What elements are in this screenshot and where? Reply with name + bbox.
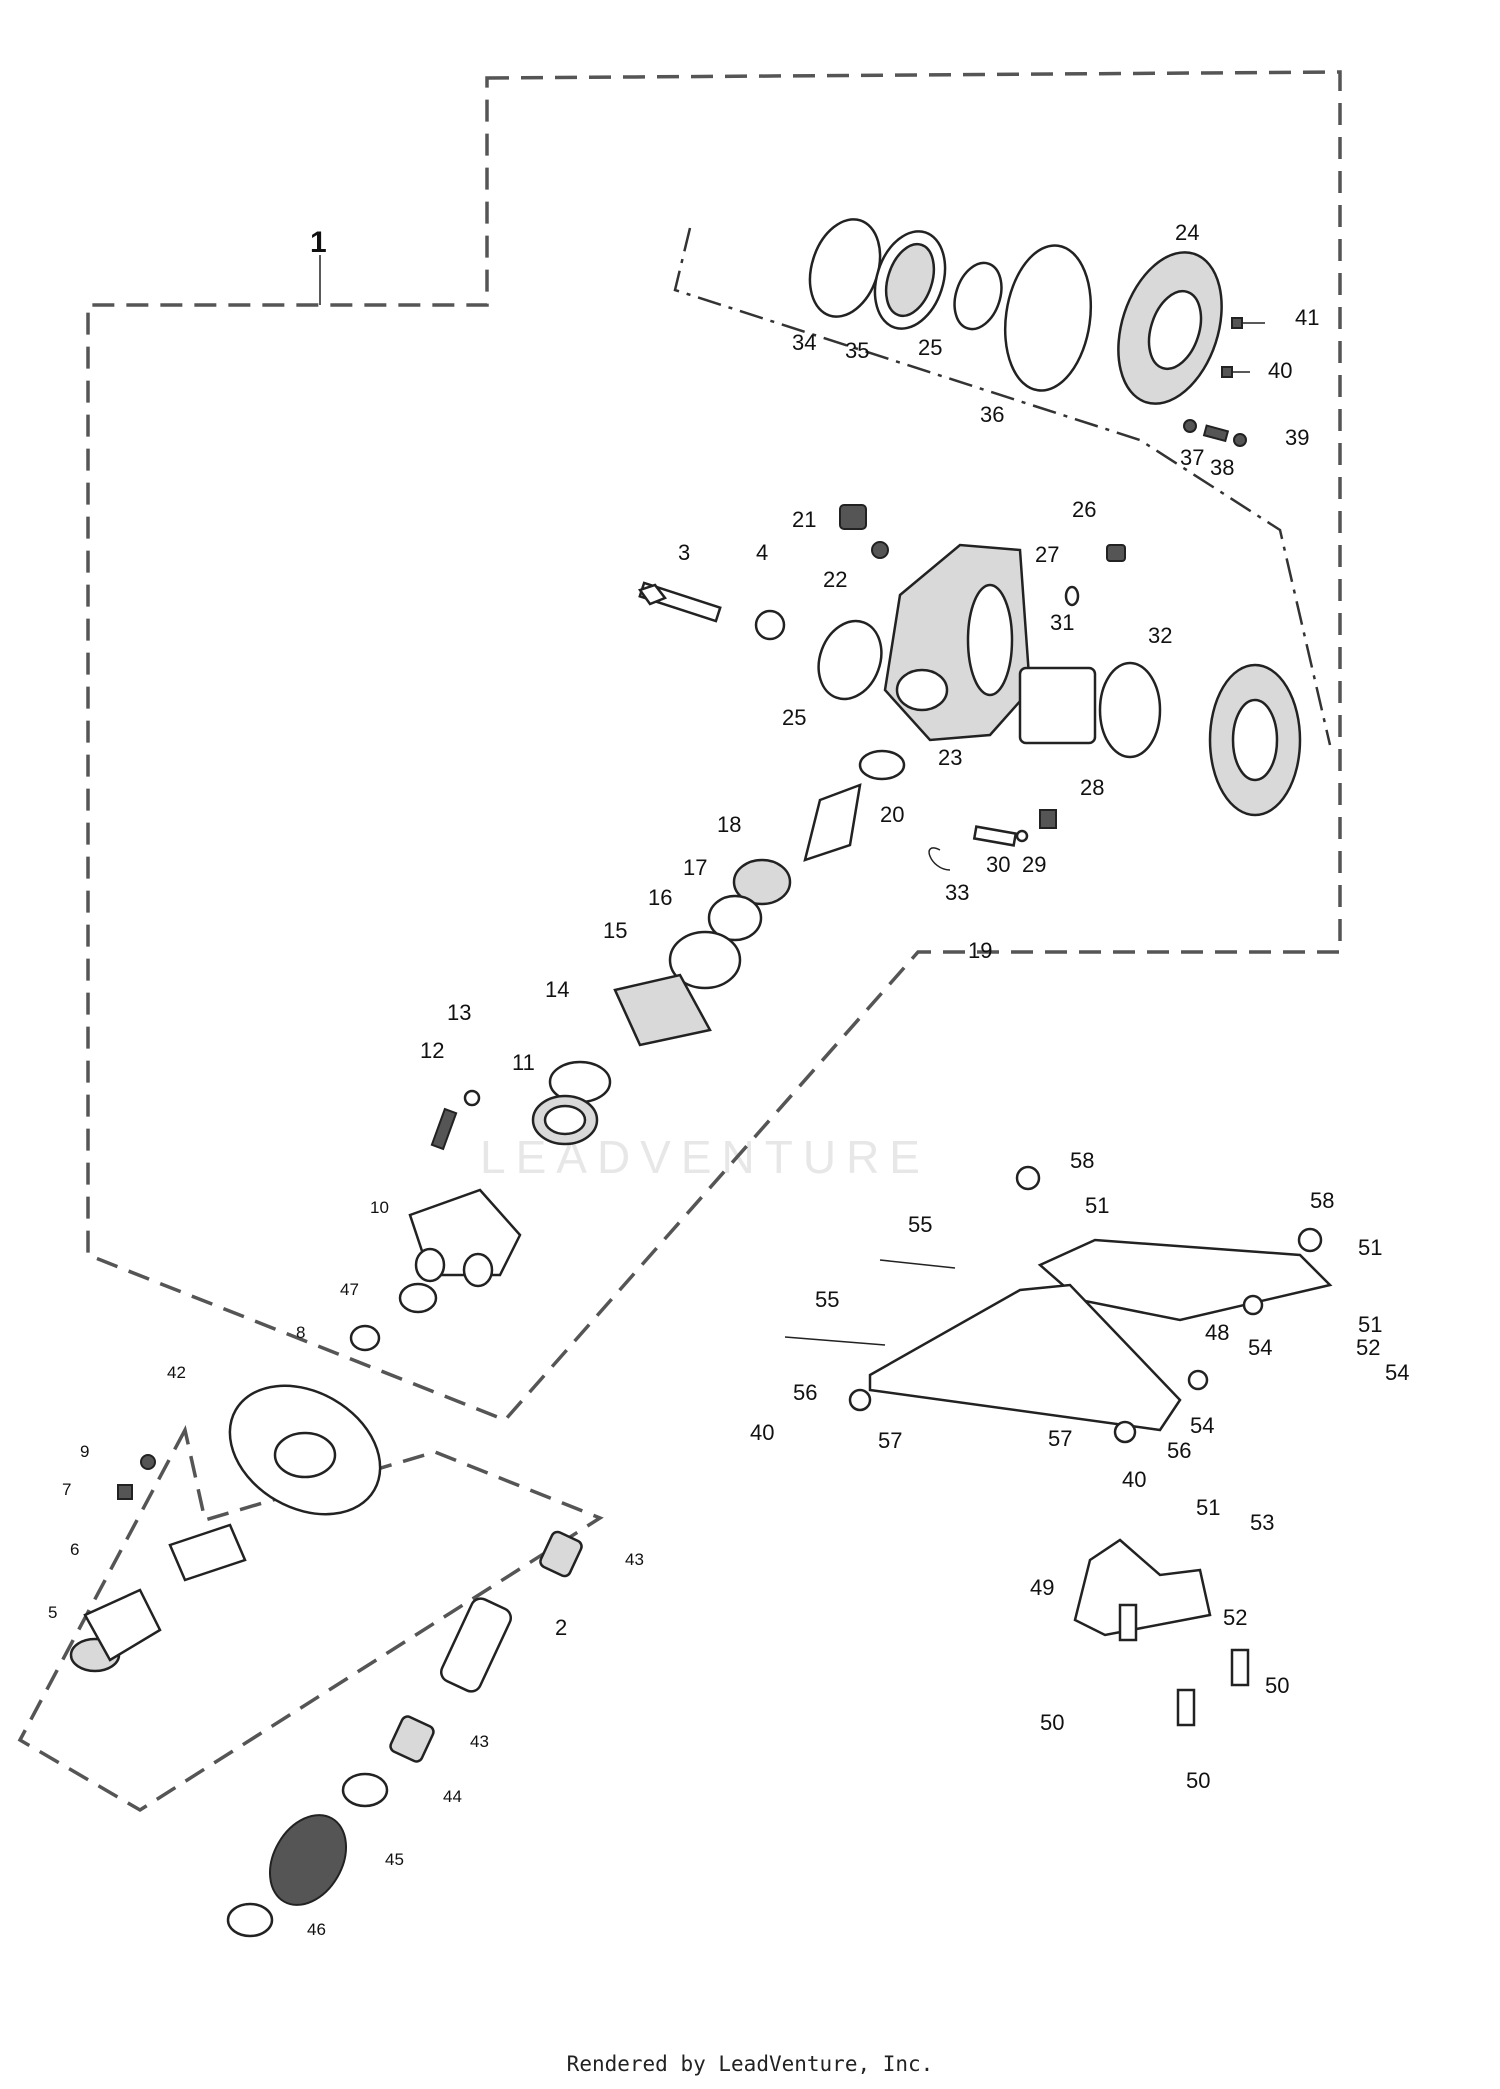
callout: 47 — [340, 1280, 359, 1299]
callout: 32 — [1148, 623, 1172, 648]
callout: 46 — [307, 1920, 326, 1939]
callout: 57 — [1048, 1426, 1072, 1451]
callout: 58 — [1070, 1148, 1094, 1173]
callout: 51 — [1085, 1193, 1109, 1218]
callout: 45 — [385, 1850, 404, 1869]
callout: 15 — [603, 918, 627, 943]
callout: 26 — [1072, 497, 1096, 522]
callout: 16 — [648, 885, 672, 910]
callout: 29 — [1022, 852, 1046, 877]
callout: 50 — [1040, 1710, 1064, 1735]
callout: 27 — [1035, 542, 1059, 567]
callout: 37 — [1180, 445, 1204, 470]
callout: 40 — [1122, 1467, 1146, 1492]
callout: 50 — [1186, 1768, 1210, 1793]
callout: 49 — [1030, 1575, 1054, 1600]
callout: 36 — [980, 402, 1004, 427]
callout: 42 — [167, 1363, 186, 1382]
callout: 57 — [878, 1428, 902, 1453]
callout: 25 — [782, 705, 806, 730]
callout: 43 — [470, 1732, 489, 1751]
callout: 51 — [1196, 1495, 1220, 1520]
callout: 9 — [80, 1442, 89, 1461]
callout: 22 — [823, 567, 847, 592]
callout: 30 — [986, 852, 1010, 877]
callout: 54 — [1190, 1413, 1214, 1438]
callout: 41 — [1295, 305, 1319, 330]
callout: 31 — [1050, 610, 1074, 635]
callout: 11 — [512, 1050, 535, 1075]
driveshaft-boundary — [17, 1424, 604, 1813]
callout: 12 — [420, 1038, 444, 1063]
callout-labels: 2 3 4 5 6 7 8 9 10 11 12 13 14 15 16 17 … — [48, 220, 1409, 1939]
callout: 10 — [370, 1198, 389, 1217]
callout: 18 — [717, 812, 741, 837]
callout: 23 — [938, 745, 962, 770]
callout: 4 — [756, 540, 768, 565]
callout: 35 — [845, 338, 869, 363]
callout: 48 — [1205, 1320, 1229, 1345]
callout: 2 — [555, 1615, 567, 1640]
callout: 8 — [296, 1323, 305, 1342]
callout: 39 — [1285, 425, 1309, 450]
callout: 3 — [678, 540, 690, 565]
callout: 7 — [62, 1480, 71, 1499]
callout: 55 — [815, 1287, 839, 1312]
callout: 40 — [750, 1420, 774, 1445]
callout: 17 — [683, 855, 707, 880]
callout: 54 — [1248, 1335, 1272, 1360]
callout: 14 — [545, 977, 569, 1002]
callout: 55 — [908, 1212, 932, 1237]
callout: 25 — [918, 335, 942, 360]
assembly-label: 1 — [310, 226, 327, 259]
callout: 56 — [793, 1380, 817, 1405]
callout: 43 — [625, 1550, 644, 1569]
callout: 34 — [792, 330, 816, 355]
callout: 56 — [1167, 1438, 1191, 1463]
callout: 13 — [447, 1000, 471, 1025]
callout: 54 — [1385, 1360, 1409, 1385]
callout: 40 — [1268, 358, 1292, 383]
callout: 52 — [1356, 1335, 1380, 1360]
callout: 52 — [1223, 1605, 1247, 1630]
callout: 38 — [1210, 455, 1234, 480]
callout: 5 — [48, 1603, 57, 1622]
callout: 53 — [1250, 1510, 1274, 1535]
callout: 51 — [1358, 1312, 1382, 1337]
callout: 28 — [1080, 775, 1104, 800]
callout: 20 — [880, 802, 904, 827]
callout: 6 — [70, 1540, 79, 1559]
callout: 50 — [1265, 1673, 1289, 1698]
callout: 58 — [1310, 1188, 1334, 1213]
callout: 44 — [443, 1787, 462, 1806]
callout: 19 — [968, 938, 992, 963]
footer-credit: Rendered by LeadVenture, Inc. — [566, 2052, 934, 2076]
cover-subassembly-boundary — [673, 227, 1332, 746]
callout: 21 — [792, 507, 816, 532]
callout: 51 — [1358, 1235, 1382, 1260]
callout: 24 — [1175, 220, 1199, 245]
callout: 33 — [945, 880, 969, 905]
